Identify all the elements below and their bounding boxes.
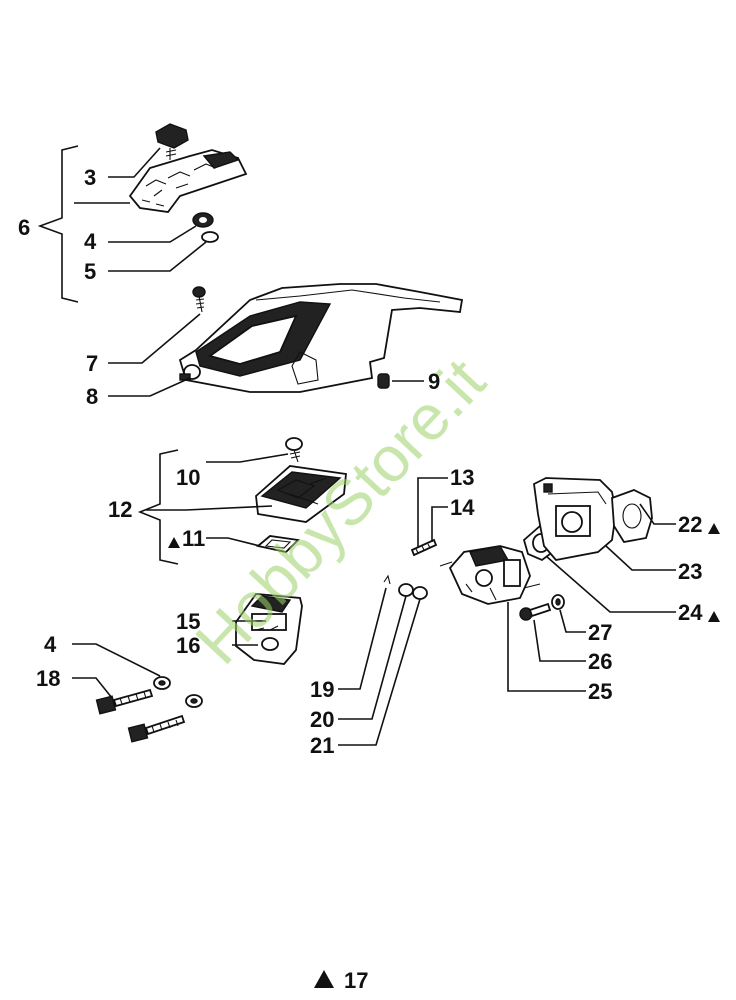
- part-labels: 3 6 4 5 7 8 9 10 12 11 13 14 15 16 4 18 …: [18, 165, 720, 758]
- triangle-marker-24: [708, 611, 720, 622]
- label-6: 6: [18, 215, 30, 240]
- label-15: 15: [176, 609, 200, 634]
- label-3: 3: [84, 165, 96, 190]
- page-number: 17: [344, 968, 368, 993]
- label-9: 9: [428, 369, 440, 394]
- label-20: 20: [310, 707, 334, 732]
- bracket-group-6: [37, 145, 79, 303]
- label-16: 16: [176, 633, 200, 658]
- label-14: 14: [450, 495, 475, 520]
- washer-part-4: [192, 212, 214, 228]
- gasket-part-22: [611, 489, 653, 543]
- carburetor-part-25: [439, 545, 541, 605]
- pin-part-9: [377, 373, 390, 389]
- label-21: 21: [310, 733, 334, 758]
- carb-adapter-part-15: [235, 593, 303, 665]
- label-25: 25: [588, 679, 612, 704]
- cover-plate: [128, 149, 248, 213]
- triangle-marker-11: [168, 537, 180, 548]
- screw-part-14: [410, 538, 438, 557]
- label-11: 11: [182, 526, 205, 551]
- label-12: 12: [108, 497, 132, 522]
- oring-part-5: [201, 231, 219, 243]
- knob-part-3: [155, 123, 189, 160]
- spacer-part-20: [398, 583, 414, 597]
- triangle-marker-22: [708, 523, 720, 534]
- spacer-part-21: [412, 586, 428, 600]
- screw-part-26: [519, 602, 552, 621]
- label-8: 8: [86, 384, 98, 409]
- label-4-upper: 4: [84, 229, 97, 254]
- label-26: 26: [588, 649, 612, 674]
- screw-part-10: [285, 437, 303, 463]
- label-4-lower: 4: [44, 632, 57, 657]
- triangle-marker-footer: [314, 970, 334, 988]
- air-filter: [255, 465, 347, 523]
- label-22: 22: [678, 512, 702, 537]
- housing-cover-part-8: [178, 283, 464, 393]
- label-23: 23: [678, 559, 702, 584]
- label-24: 24: [678, 600, 703, 625]
- bracket-group-12: [137, 449, 179, 565]
- label-7: 7: [86, 351, 98, 376]
- label-10: 10: [176, 465, 200, 490]
- screw-part-7: [192, 286, 206, 313]
- label-19: 19: [310, 677, 334, 702]
- label-13: 13: [450, 465, 474, 490]
- bolt-part-18-lower: [127, 714, 186, 743]
- bolt-part-18-upper: [95, 688, 154, 715]
- intake-housing-part-23: [533, 477, 617, 561]
- washer-part-4-lower: [153, 676, 203, 708]
- nut-part-19: [383, 574, 391, 585]
- page-footer: 17: [314, 968, 368, 993]
- washer-part-27: [551, 594, 565, 610]
- gasket-part-11: [256, 535, 300, 553]
- label-27: 27: [588, 620, 612, 645]
- label-18: 18: [36, 666, 60, 691]
- label-5: 5: [84, 259, 96, 284]
